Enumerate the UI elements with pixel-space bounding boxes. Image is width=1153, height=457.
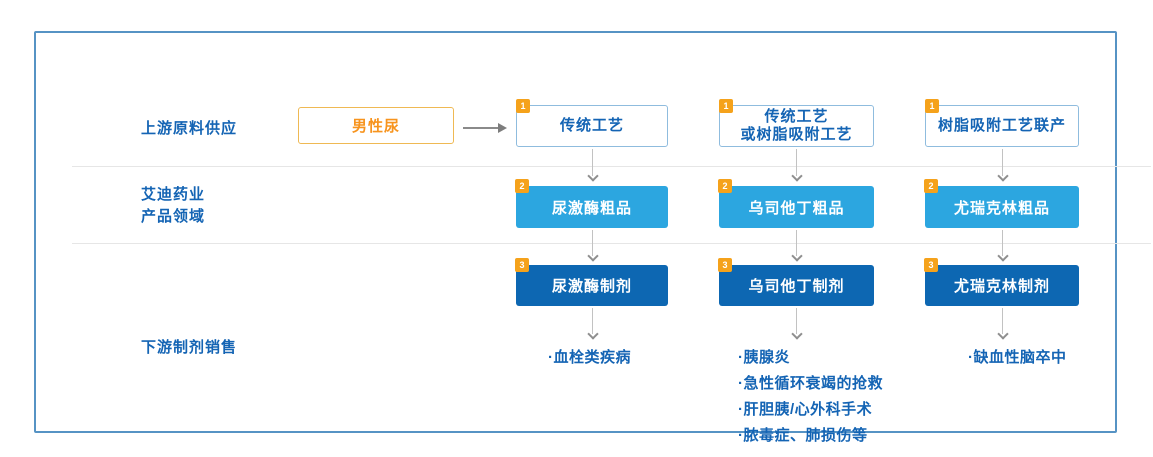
arrow-down-icon [587,230,599,262]
step-badge: 2 [515,179,529,193]
arrow-down-icon [587,308,599,340]
step-badge: 1 [925,99,939,113]
row-label-downstream: 下游制剂销售 [141,337,237,359]
arrow-right-icon [463,123,507,133]
indication-item: ·脓毒症、肺损伤等 [738,427,868,444]
process-box-label: 或树脂吸附工艺 [740,126,853,143]
crude-product-label: 尤瑞克林粗品 [953,199,1050,217]
row-label-text: 艾迪药业 [141,186,206,203]
step-badge: 3 [718,258,732,272]
crude-product-box-col3: 2 尤瑞克林粗品 [924,179,1079,228]
indication-list-col1: ·血栓类疾病 [548,348,631,374]
process-box-col1: 1 传统工艺 [516,99,668,147]
arrow-down-icon [587,149,599,182]
formulation-label: 尤瑞克林制剂 [953,278,1050,295]
formulation-box-col2: 3 乌司他丁制剂 [718,258,874,306]
formulation-box-col3: 3 尤瑞克林制剂 [924,258,1079,306]
arrow-down-icon [791,230,803,262]
process-box-col2: 1 传统工艺 或树脂吸附工艺 [719,99,874,147]
row-divider [72,166,1151,167]
process-box-label: 传统工艺 [764,108,829,125]
crude-product-label: 尿激酶粗品 [551,199,632,217]
crude-product-box-col1: 2 尿激酶粗品 [515,179,668,228]
arrow-down-icon [997,308,1009,340]
indication-list-col3: ·缺血性脑卒中 [968,348,1067,374]
arrow-down-icon [791,308,803,340]
crude-product-box-col2: 2 乌司他丁粗品 [718,179,874,228]
arrow-down-icon [997,149,1009,182]
row-divider [72,243,1151,244]
indication-item: ·缺血性脑卒中 [968,349,1067,366]
diagram-frame: 上游原料供应 艾迪药业 产品领域 下游制剂销售 男性尿 1 传统工艺 2 尿激酶… [34,31,1151,444]
indication-item: ·血栓类疾病 [548,349,631,366]
source-box-male-urine: 男性尿 [298,107,454,144]
indication-item: ·胰腺炎 [738,349,790,366]
process-box-label: 树脂吸附工艺联产 [937,117,1066,134]
row-label-text: 产品领域 [141,208,206,225]
process-box-col3: 1 树脂吸附工艺联产 [925,99,1079,147]
step-badge: 1 [516,99,530,113]
process-box-label: 传统工艺 [559,117,624,134]
formulation-box-col1: 3 尿激酶制剂 [515,258,668,306]
row-label-text: 下游制剂销售 [141,339,238,356]
step-badge: 1 [719,99,733,113]
step-badge: 3 [515,258,529,272]
formulation-label: 尿激酶制剂 [551,278,632,295]
arrow-head [498,123,507,133]
step-badge: 2 [718,179,732,193]
step-badge: 3 [924,258,938,272]
row-label-company-products: 艾迪药业 产品领域 [141,184,205,228]
formulation-label: 乌司他丁制剂 [748,278,845,295]
arrow-tail [463,127,499,129]
arrow-down-icon [791,149,803,182]
row-label-upstream: 上游原料供应 [141,118,237,140]
row-label-text: 上游原料供应 [141,120,238,137]
step-badge: 2 [924,179,938,193]
indication-item: ·肝胆胰/心外科手术 [738,401,873,418]
source-box-label: 男性尿 [351,118,400,135]
arrow-down-icon [997,230,1009,262]
crude-product-label: 乌司他丁粗品 [748,199,845,217]
indication-list-col2: ·胰腺炎 ·急性循环衰竭的抢救 ·肝胆胰/心外科手术 ·脓毒症、肺损伤等 [738,348,883,452]
indication-item: ·急性循环衰竭的抢救 [738,375,883,392]
